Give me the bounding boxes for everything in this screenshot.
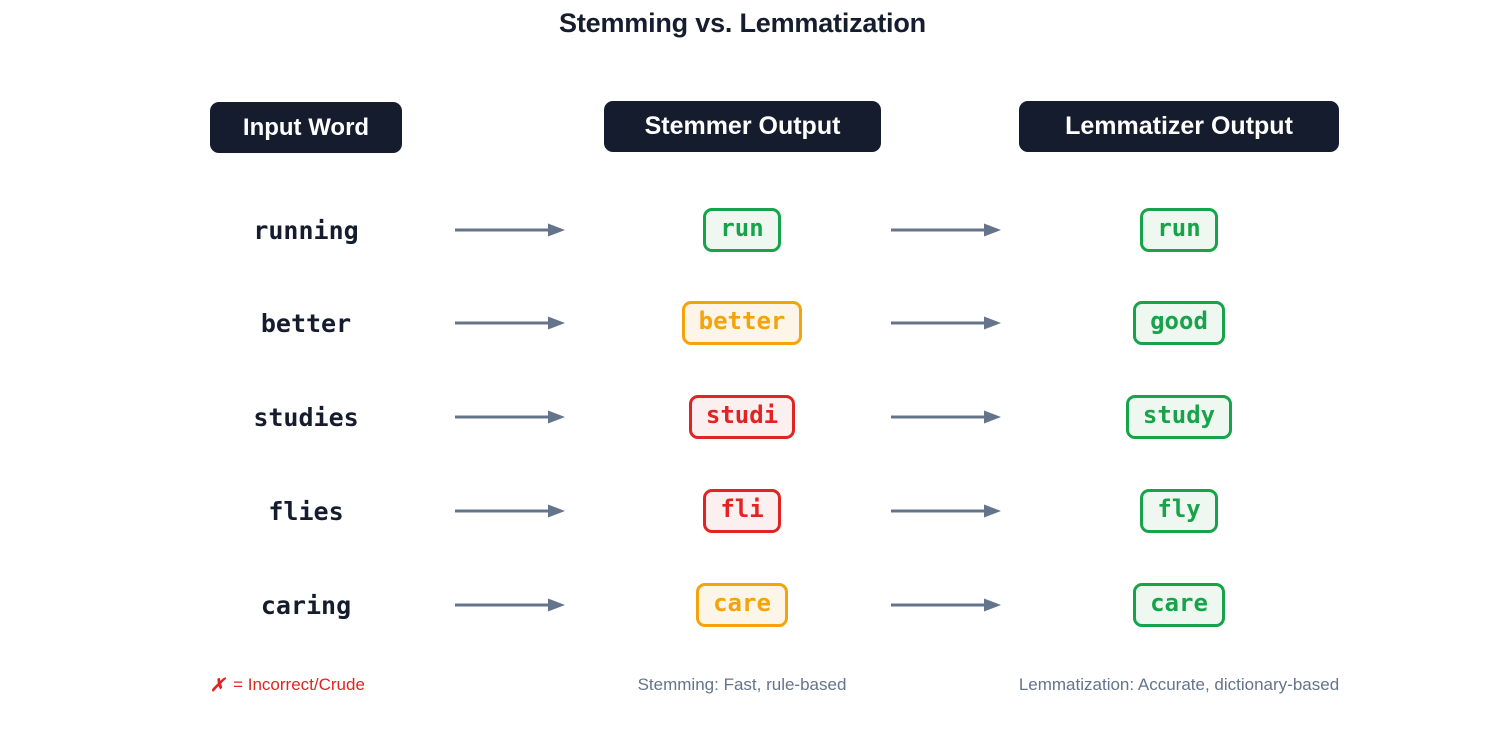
lemmatizer-output-chip: fly <box>1140 489 1218 533</box>
input-word-cell: better <box>110 293 502 353</box>
stemmer-output-cell: studi <box>562 387 922 447</box>
stemmer-output-cell: run <box>562 200 922 260</box>
input-word-cell: running <box>110 200 502 260</box>
arrow-input-to-stemmer <box>420 387 600 447</box>
table-row: better better good <box>0 293 1485 353</box>
arrow-right-icon <box>856 408 1036 426</box>
input-word-text: better <box>260 308 352 338</box>
stemmer-output-cell: care <box>562 575 922 635</box>
table-row: studies studi study <box>0 387 1485 447</box>
input-word-cell: studies <box>110 387 502 447</box>
stemmer-output-chip: better <box>681 301 803 345</box>
arrow-input-to-stemmer <box>420 481 600 541</box>
column-header-lemmatizer-output: Lemmatizer Output <box>1019 101 1339 152</box>
input-word-text: caring <box>260 590 352 620</box>
arrow-input-to-lemmatizer <box>856 387 1036 447</box>
arrow-right-icon <box>420 314 600 332</box>
arrow-right-icon <box>856 314 1036 332</box>
lemmatizer-output-cell: fly <box>999 481 1359 541</box>
lemmatizer-output-chip: care <box>1133 583 1225 627</box>
stemmer-output-chip: studi <box>688 395 796 439</box>
arrow-input-to-lemmatizer <box>856 575 1036 635</box>
table-row: running run run <box>0 200 1485 260</box>
lemmatizer-output-cell: run <box>999 200 1359 260</box>
column-header-stemmer-output-label: Stemmer Output <box>644 112 841 140</box>
table-row: caring care care <box>0 575 1485 635</box>
lemmatizer-output-cell: good <box>999 293 1359 353</box>
arrow-input-to-stemmer <box>420 200 600 260</box>
input-word-text: running <box>253 215 359 245</box>
cross-icon: ✗ <box>210 674 226 695</box>
legend-incorrect-label: = Incorrect/Crude <box>233 675 365 694</box>
input-word-cell: flies <box>110 481 502 541</box>
arrow-right-icon <box>856 596 1036 614</box>
arrow-right-icon <box>856 502 1036 520</box>
lemmatizer-output-cell: care <box>999 575 1359 635</box>
arrow-input-to-lemmatizer <box>856 293 1036 353</box>
stemmer-output-chip: run <box>703 208 781 252</box>
input-word-text: flies <box>268 496 344 526</box>
note-lemmatization-label: Lemmatization: Accurate, dictionary-base… <box>1018 675 1340 694</box>
note-stemming: Stemming: Fast, rule-based <box>562 672 922 698</box>
arrow-input-to-stemmer <box>420 575 600 635</box>
note-lemmatization: Lemmatization: Accurate, dictionary-base… <box>999 672 1359 698</box>
column-header-input-word-label: Input Word <box>242 113 370 141</box>
arrow-input-to-lemmatizer <box>856 200 1036 260</box>
note-stemming-label: Stemming: Fast, rule-based <box>637 675 847 694</box>
table-row: flies fli fly <box>0 481 1485 541</box>
stemmer-output-cell: fli <box>562 481 922 541</box>
arrow-input-to-stemmer <box>420 293 600 353</box>
column-header-lemmatizer-output-label: Lemmatizer Output <box>1065 112 1293 140</box>
arrow-right-icon <box>420 221 600 239</box>
input-word-text: studies <box>253 402 359 432</box>
column-header-input-word: Input Word <box>210 102 402 153</box>
lemmatizer-output-cell: study <box>999 387 1359 447</box>
arrow-input-to-lemmatizer <box>856 481 1036 541</box>
page-title: Stemming vs. Lemmatization <box>559 8 926 38</box>
arrow-right-icon <box>420 596 600 614</box>
lemmatizer-output-chip: good <box>1133 301 1225 345</box>
legend-incorrect: ✗ = Incorrect/Crude <box>210 672 365 698</box>
lemmatizer-output-chip: run <box>1140 208 1218 252</box>
stemmer-output-cell: better <box>562 293 922 353</box>
arrow-right-icon <box>420 408 600 426</box>
arrow-right-icon <box>856 221 1036 239</box>
column-header-stemmer-output: Stemmer Output <box>604 101 881 152</box>
stemmer-output-chip: fli <box>703 489 781 533</box>
input-word-cell: caring <box>110 575 502 635</box>
lemmatizer-output-chip: study <box>1125 395 1233 439</box>
stemmer-output-chip: care <box>696 583 788 627</box>
arrow-right-icon <box>420 502 600 520</box>
